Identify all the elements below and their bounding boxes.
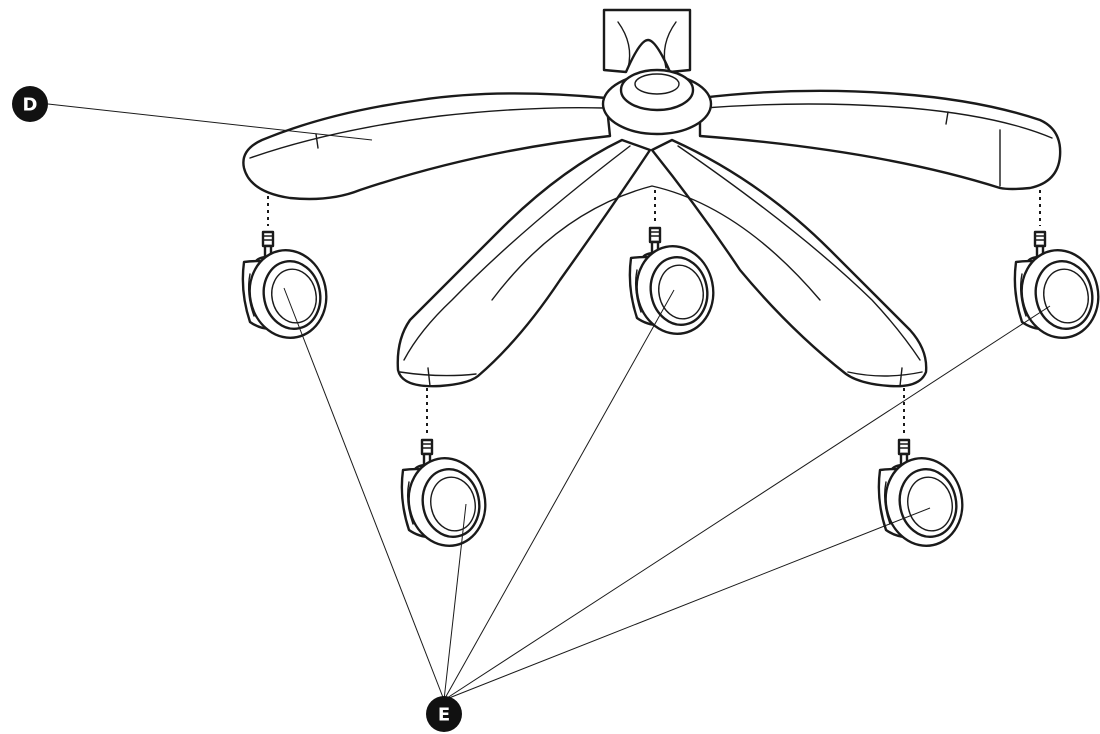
caster-wheel-icon bbox=[1012, 230, 1100, 347]
callout-d-label: D bbox=[23, 95, 38, 116]
leader-lines bbox=[47, 103, 1051, 701]
callout-e: E bbox=[426, 696, 462, 732]
insertion-guides bbox=[267, 190, 1041, 434]
callout-d: D bbox=[12, 86, 48, 122]
caster-wheel-icon bbox=[240, 230, 336, 347]
caster-wheel-icon bbox=[876, 438, 972, 555]
caster-wheel-icon bbox=[627, 226, 723, 343]
chair-base-icon bbox=[242, 8, 1062, 388]
callout-e-label: E bbox=[438, 705, 450, 726]
caster-wheel-icon bbox=[399, 438, 495, 555]
